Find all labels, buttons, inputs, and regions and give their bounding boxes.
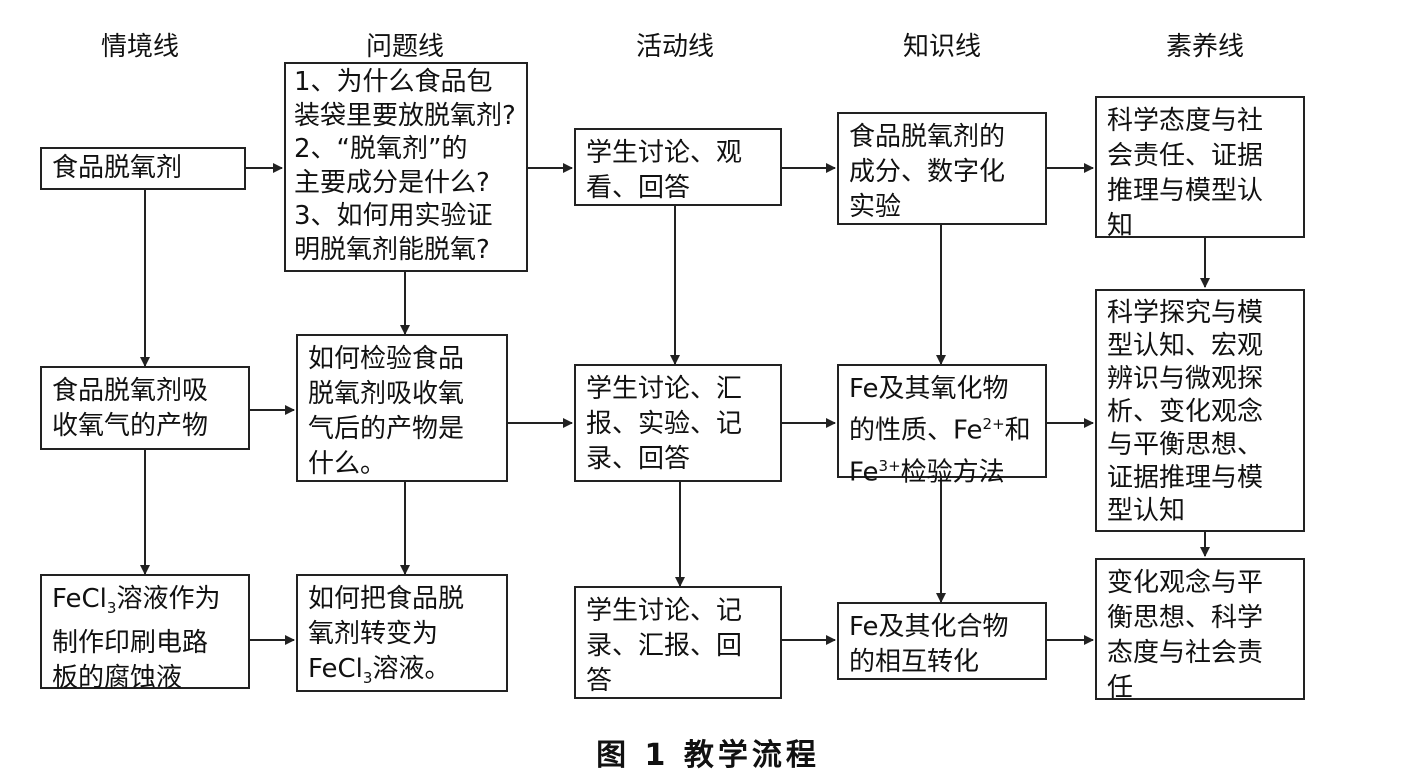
header-literacy-line: 素养线 xyxy=(1165,32,1244,62)
box-literacy-1: 科学态度与社 会责任、证据 推理与模型认 知 xyxy=(1095,96,1305,241)
box-activity-2: 学生讨论、汇 报、实验、记 录、回答 xyxy=(574,364,782,482)
header-activity-line: 活动线 xyxy=(635,32,714,62)
box-activity-3: 学生讨论、记 录、汇报、回 答 xyxy=(574,586,782,699)
box-literacy-3: 变化观念与平 衡思想、科学 态度与社会责 任 xyxy=(1095,558,1305,703)
box-knowledge-3: Fe及其化合物 的相互转化 xyxy=(837,602,1047,680)
header-question-line: 问题线 xyxy=(365,32,444,62)
header-situation-line: 情境线 xyxy=(100,32,179,62)
box-question-2: 如何检验食品 脱氧剂吸收氧 气后的产物是 什么。 xyxy=(296,334,508,482)
box-literacy-2: 科学探究与模 型认知、宏观 辨识与微观探 析、变化观念 与平衡思想、 证据推理与… xyxy=(1095,289,1305,532)
box-knowledge-2: Fe及其氧化物 的性质、Fe2+和 Fe3+检验方法 xyxy=(837,364,1047,487)
box-knowledge-1: 食品脱氧剂的 成分、数字化 实验 xyxy=(837,112,1047,225)
box-question-1: 1、为什么食品包 装袋里要放脱氧剂? 2、“脱氧剂”的 主要成分是什么? 3、如… xyxy=(284,62,528,272)
box-question-3: 如何把食品脱 氧剂转变为 FeCl3溶液。 xyxy=(296,574,508,692)
figure-caption: 图 1 教学流程 xyxy=(596,738,820,773)
box-situation-3: FeCl3溶液作为 制作印刷电路 板的腐蚀液 xyxy=(40,574,250,693)
box-situation-1: 食品脱氧剂 xyxy=(40,147,246,190)
box-situation-2: 食品脱氧剂吸 收氧气的产物 xyxy=(40,366,250,450)
header-knowledge-line: 知识线 xyxy=(902,32,981,62)
box-activity-1: 学生讨论、观 看、回答 xyxy=(574,128,782,206)
